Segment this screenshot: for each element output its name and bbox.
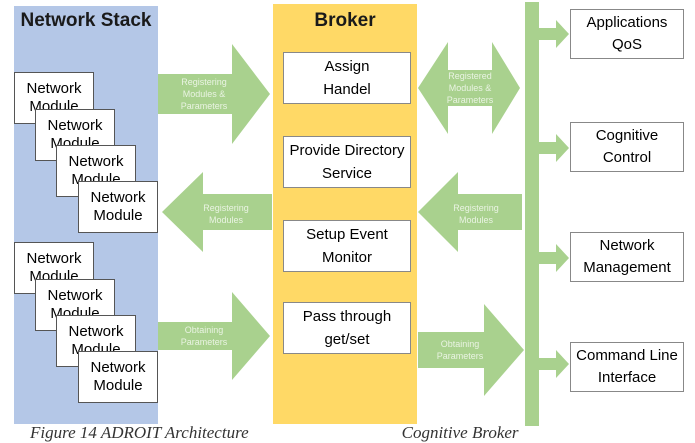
arrow-bus-to-broker-middle: [418, 172, 522, 252]
network-module: Network Module: [78, 351, 158, 403]
network-stack-title: Network Stack: [20, 10, 152, 31]
figure-caption: Figure 14 ADROIT Architecture Cognitive …: [30, 423, 519, 442]
bus-connector-arrow: [539, 134, 569, 162]
arrow-broker-to-stack-middle: [162, 172, 272, 252]
bus-connector-arrow: [539, 20, 569, 48]
arrow-stack-to-broker-top: [158, 44, 270, 144]
bus-connector-arrow: [539, 244, 569, 272]
network-module-label: Network Module: [90, 189, 146, 224]
arrow-label-registering-modules: Registering Modules: [203, 203, 249, 225]
arrow-label-registering-modules-parameters: Registering Modules & Parameters: [180, 77, 228, 111]
broker-function-assign-handel: Assign Handel: [283, 52, 411, 104]
arrow-label-registered-modules-parameters: Registered Modules & Parameters: [446, 71, 494, 105]
app-cognitive-control: Cognitive Control: [570, 122, 684, 172]
broker-title: Broker: [314, 10, 376, 31]
arrow-label-obtaining-parameters-right: Obtaining Parameters: [436, 339, 484, 361]
arrow-broker-to-bus-bottom: [418, 304, 524, 396]
bus-connector-arrow: [539, 350, 569, 378]
app-command-line-interface: Command Line Interface: [570, 342, 684, 392]
arrow-label-obtaining-parameters: Obtaining Parameters: [180, 325, 228, 347]
broker-function-pass-through: Pass through get/set: [283, 302, 411, 354]
broker-function-event-monitor: Setup Event Monitor: [283, 220, 411, 272]
broker-function-directory-service: Provide Directory Service: [283, 136, 411, 188]
arrow-label-registering-modules-right: Registering Modules: [453, 203, 499, 225]
network-module: Network Module: [35, 109, 115, 161]
app-qos: Applications QoS: [570, 9, 684, 59]
arrow-broker-bus-top: [418, 42, 520, 134]
network-module: Network Module: [78, 181, 158, 233]
network-module-label: Network Module: [90, 359, 146, 394]
communication-bus: [525, 2, 539, 426]
app-network-management: Network Management: [570, 232, 684, 282]
arrow-stack-to-broker-bottom: [158, 292, 270, 380]
